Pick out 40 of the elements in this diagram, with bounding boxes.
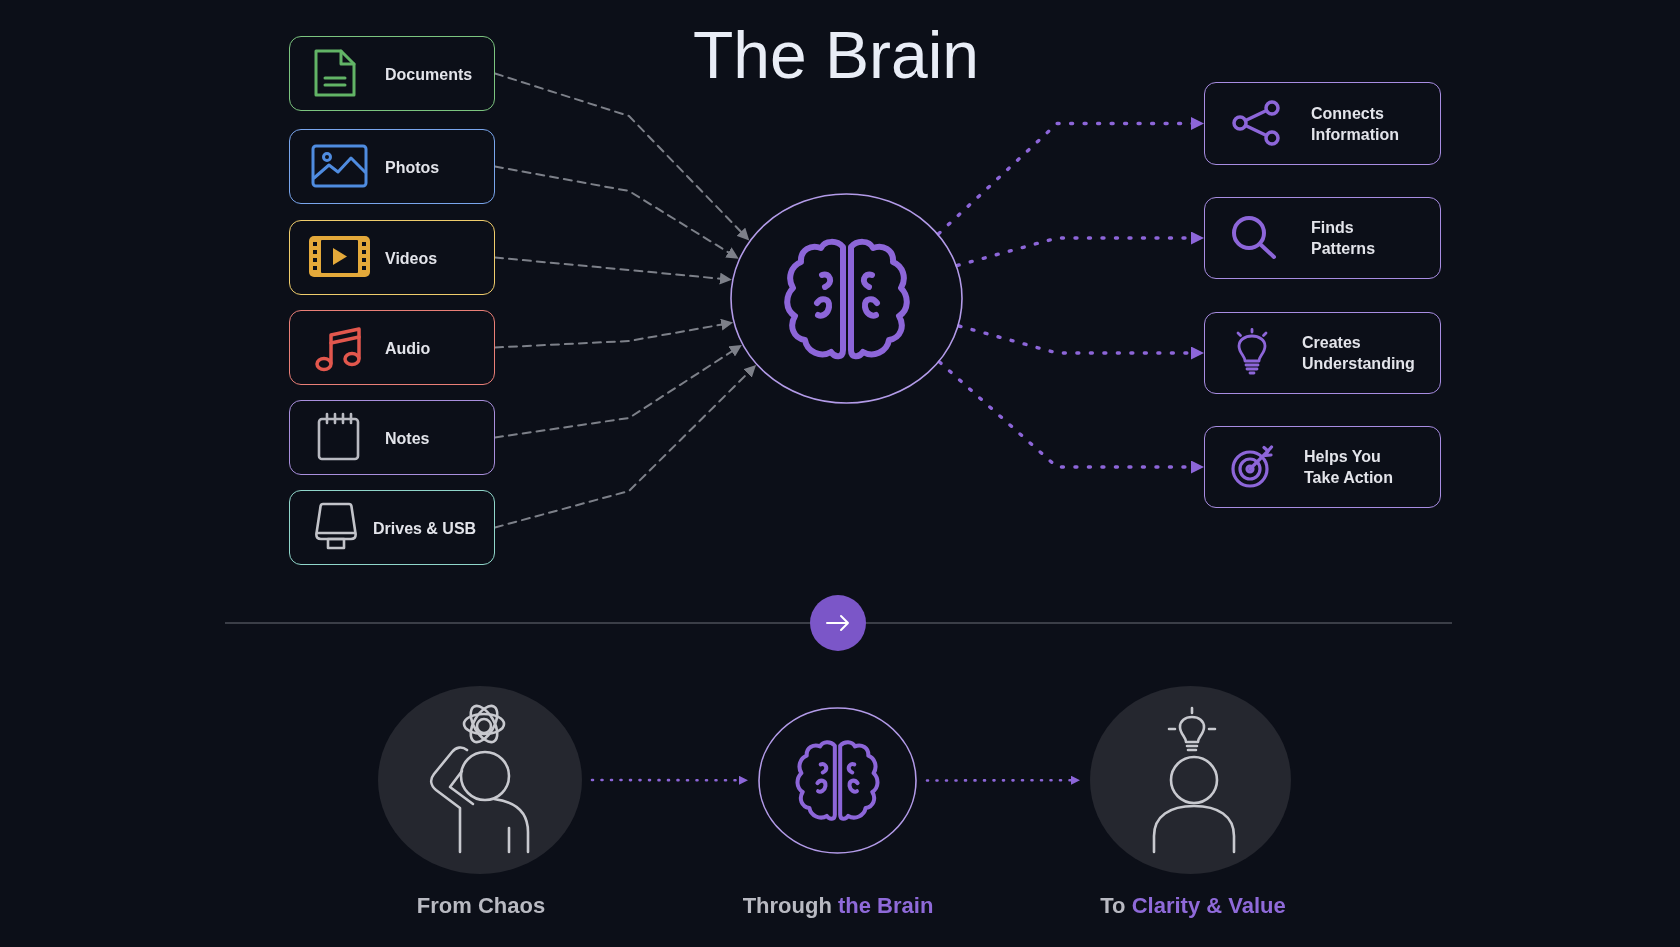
brain-circle: [758, 707, 917, 854]
dashed-arrow: [494, 72, 750, 241]
box-label: Drives & USB: [373, 518, 477, 538]
dashed-arrow: [494, 364, 757, 529]
output-box: [1204, 426, 1441, 508]
box-label: Photos: [385, 157, 440, 177]
box-label: Videos: [385, 248, 438, 268]
confused-person-illustration: [378, 686, 582, 874]
source-box: [289, 490, 495, 565]
dashed-arrow: [494, 344, 742, 439]
person-with-lightbulb-illustration: [1090, 686, 1291, 874]
output-box: [1204, 312, 1441, 394]
caption-label: Through the Brain: [742, 893, 934, 919]
box-label: Notes: [385, 428, 430, 448]
dotted-arrow: [590, 775, 748, 785]
dashed-arrow: [494, 256, 732, 285]
dotted-arrow: [955, 231, 1204, 268]
dashed-arrow: [494, 318, 734, 349]
box-label: Finds Patterns: [1311, 218, 1377, 259]
dotted-arrow: [925, 775, 1080, 785]
output-box: [1204, 82, 1441, 165]
box-label: Creates Understanding: [1302, 333, 1416, 374]
source-box: [289, 129, 495, 204]
source-box: [289, 36, 495, 111]
box-label: Audio: [385, 338, 431, 358]
dotted-arrow: [936, 117, 1204, 236]
title: The Brain: [692, 22, 980, 88]
brain-circle: [730, 193, 963, 404]
source-box: [289, 400, 495, 475]
caption-label: To Clarity & Value: [1100, 893, 1286, 919]
box-label: Connects Information: [1311, 103, 1400, 145]
box-label: Documents: [385, 64, 473, 84]
output-box: [1204, 197, 1441, 279]
source-box: [289, 220, 495, 295]
source-box: [289, 310, 495, 385]
dotted-arrow: [957, 324, 1204, 360]
dotted-arrow: [937, 360, 1204, 474]
dashed-arrow: [494, 165, 739, 259]
caption-label: From Chaos: [416, 893, 546, 919]
box-label: Helps You Take Action: [1304, 447, 1394, 488]
